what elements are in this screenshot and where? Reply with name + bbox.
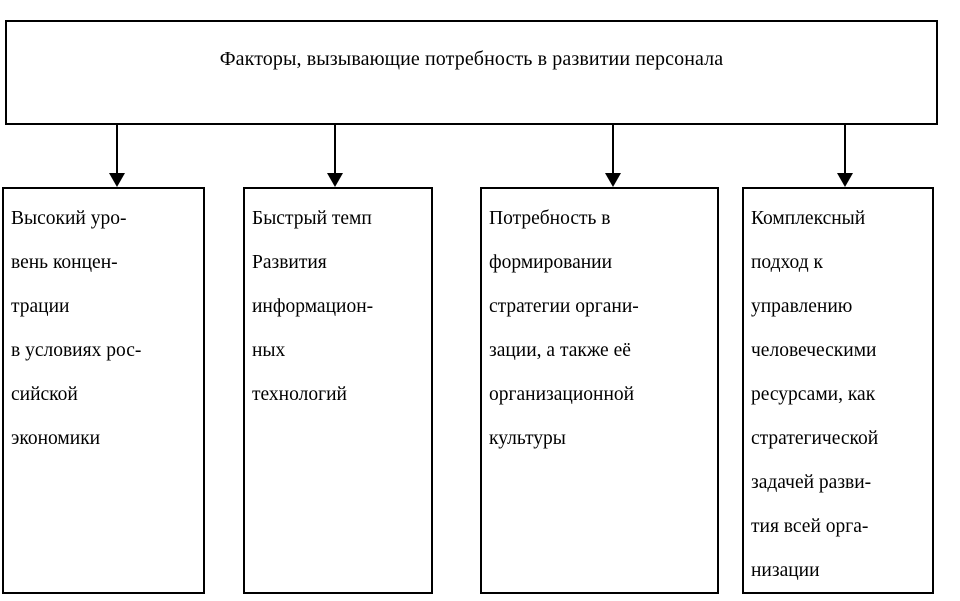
factor-node-2-text: Быстрый темп Развития информацион- ных т… <box>252 208 374 405</box>
arrow-head-icon <box>837 173 853 187</box>
root-node-title: Факторы, вызывающие потребность в развит… <box>219 48 724 70</box>
arrow-head-icon <box>327 173 343 187</box>
root-node-box: Факторы, вызывающие потребность в развит… <box>5 20 938 125</box>
connector-arrow-3 <box>605 125 621 187</box>
factor-node-3-text: Потребность в формировании стратегии орг… <box>489 208 639 449</box>
factor-node-4: Комплексный подход к управлению человече… <box>742 187 934 594</box>
arrow-head-icon <box>605 173 621 187</box>
factor-node-1-text: Высокий уро- вень концен- трации в услов… <box>11 208 142 449</box>
factor-node-1: Высокий уро- вень концен- трации в услов… <box>2 187 205 594</box>
connector-arrow-4 <box>837 125 853 187</box>
factor-node-2: Быстрый темп Развития информацион- ных т… <box>243 187 433 594</box>
factor-node-3: Потребность в формировании стратегии орг… <box>480 187 719 594</box>
connector-arrow-1 <box>109 125 125 187</box>
factor-node-4-text: Комплексный подход к управлению человече… <box>751 208 879 581</box>
arrow-head-icon <box>109 173 125 187</box>
connector-arrow-2 <box>327 125 343 187</box>
